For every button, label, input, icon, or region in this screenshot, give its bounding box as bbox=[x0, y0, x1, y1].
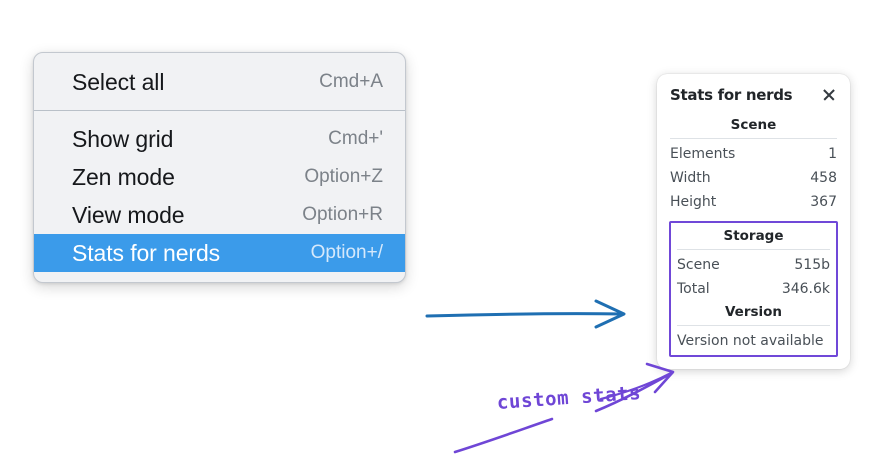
storage-section-heading: Storage bbox=[723, 227, 784, 244]
stat-value: 458 bbox=[810, 169, 837, 186]
storage-rule bbox=[677, 248, 830, 250]
scene-rule bbox=[670, 138, 837, 139]
menu-item-stats-for-nerds[interactable]: Stats for nerds Option+/ bbox=[34, 234, 405, 272]
menu-item-label: View mode bbox=[72, 201, 185, 228]
version-not-available-text: Version not available bbox=[677, 333, 824, 350]
stat-key: Height bbox=[670, 193, 717, 210]
version-rule bbox=[677, 325, 830, 327]
stat-row-storage-total: Total 346.6k bbox=[676, 278, 831, 302]
menu-item-label: Zen mode bbox=[72, 163, 175, 190]
menu-item-label: Select all bbox=[72, 68, 165, 95]
stat-value: 367 bbox=[810, 193, 837, 210]
stat-row-elements: Elements 1 bbox=[669, 143, 838, 167]
purple-underline-annotation bbox=[453, 417, 554, 454]
menu-item-shortcut: Option+/ bbox=[310, 242, 383, 263]
stat-row-height: Height 367 bbox=[669, 191, 838, 215]
menu-item-zen-mode[interactable]: Zen mode Option+Z bbox=[34, 158, 405, 196]
menu-item-show-grid[interactable]: Show grid Cmd+' bbox=[34, 120, 405, 158]
stat-value: 346.6k bbox=[781, 280, 830, 297]
menu-item-shortcut: Option+Z bbox=[304, 166, 383, 187]
menu-item-label: Stats for nerds bbox=[72, 239, 221, 266]
stat-key: Total bbox=[677, 280, 710, 297]
version-section-heading: Version bbox=[724, 304, 783, 321]
stats-panel-title: Stats for nerds bbox=[670, 86, 793, 104]
blue-arrow-annotation bbox=[425, 299, 626, 329]
stat-key: Width bbox=[670, 169, 711, 186]
context-menu-group-1: Select all Cmd+A bbox=[34, 53, 405, 110]
menu-item-shortcut: Cmd+' bbox=[328, 128, 383, 149]
scene-section-heading: Scene bbox=[730, 117, 777, 133]
stat-row-width: Width 458 bbox=[669, 167, 838, 191]
menu-item-shortcut: Option+R bbox=[302, 204, 383, 225]
menu-item-select-all[interactable]: Select all Cmd+A bbox=[34, 63, 405, 101]
menu-item-shortcut: Cmd+A bbox=[319, 71, 383, 92]
menu-item-label: Show grid bbox=[72, 125, 174, 152]
stat-key: Scene bbox=[677, 256, 720, 273]
custom-stats-callout-label: custom stats bbox=[496, 381, 642, 414]
stat-key: Elements bbox=[670, 146, 736, 162]
stats-panel-header: Stats for nerds bbox=[669, 84, 838, 114]
stats-for-nerds-panel: Stats for nerds Scene Elements 1 Width 4… bbox=[657, 74, 850, 370]
context-menu[interactable]: Select all Cmd+A Show grid Cmd+' Zen mod… bbox=[33, 52, 406, 283]
stat-value: 1 bbox=[828, 146, 837, 162]
custom-stats-section: Storage Scene 515b Total 346.6k Version … bbox=[669, 220, 838, 358]
context-menu-group-2: Show grid Cmd+' Zen mode Option+Z View m… bbox=[34, 111, 405, 282]
close-icon[interactable] bbox=[821, 87, 837, 103]
stat-row-storage-scene: Scene 515b bbox=[676, 254, 831, 278]
menu-item-view-mode[interactable]: View mode Option+R bbox=[34, 196, 405, 234]
stat-value: 515b bbox=[794, 256, 830, 273]
menu-divider bbox=[34, 110, 405, 111]
